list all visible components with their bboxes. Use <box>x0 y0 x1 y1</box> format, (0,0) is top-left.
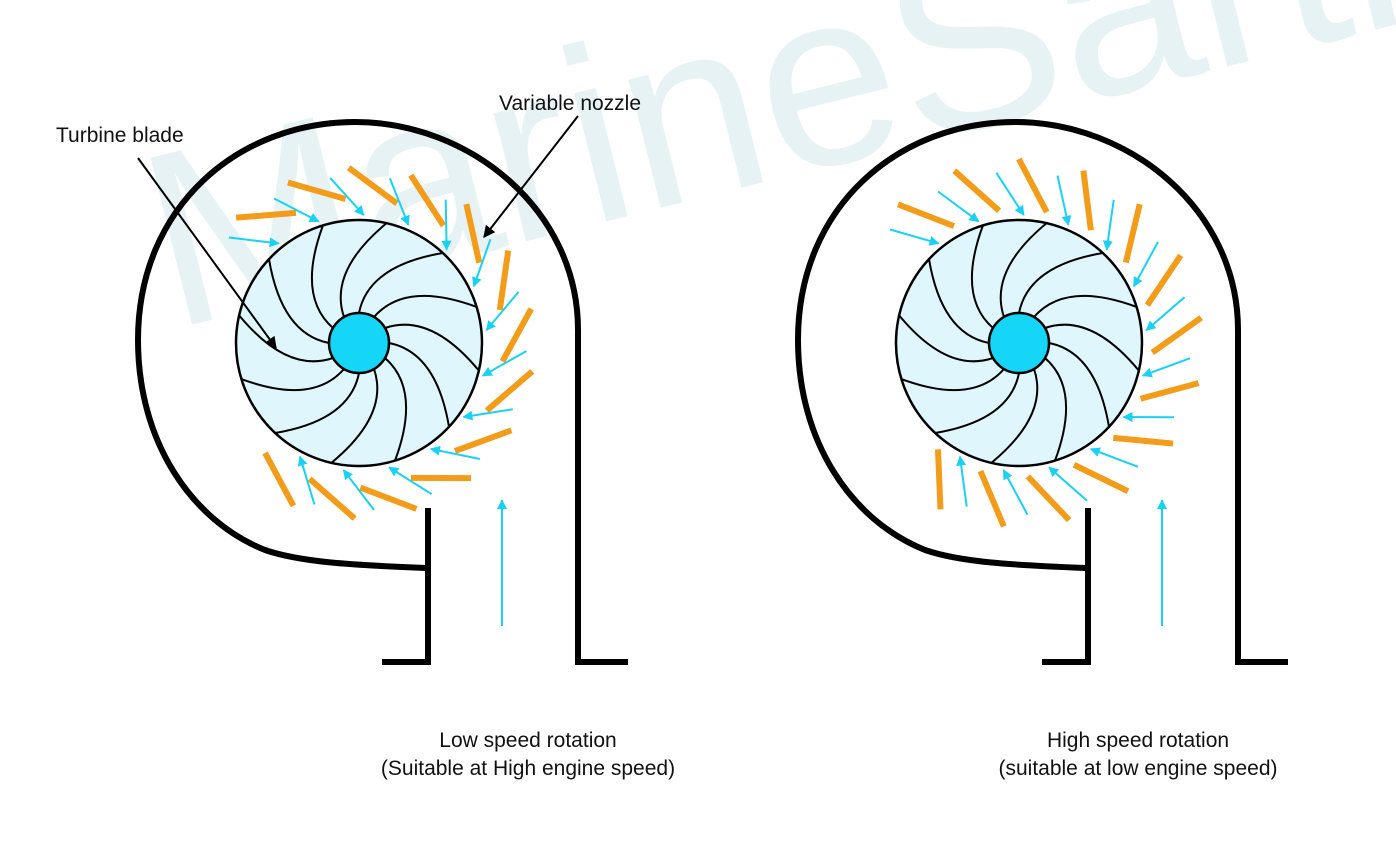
gas-flow-arrow <box>1002 469 1029 516</box>
variable-nozzle-vane <box>896 201 956 229</box>
left-caption: Low speed rotation (Suitable at High eng… <box>318 727 738 783</box>
turbine-blade <box>1044 357 1068 461</box>
turbine-blade <box>970 225 994 329</box>
gas-flow-arrow <box>995 172 1025 216</box>
gas-flow-arrow <box>1056 175 1072 226</box>
turbine-blade <box>901 368 1005 392</box>
variable-nozzle-vane <box>1139 380 1200 402</box>
right-caption: High speed rotation (suitable at low eng… <box>928 727 1348 783</box>
turbine-blade-label: Turbine blade <box>56 124 184 147</box>
turbine-blade <box>373 294 477 318</box>
turbine-blade <box>339 222 388 318</box>
variable-nozzle-vane <box>952 168 1002 213</box>
turbine-blade <box>384 357 408 461</box>
gas-flow-arrow <box>1048 466 1088 502</box>
gas-flow-arrow <box>937 190 980 223</box>
turbine-blade <box>358 252 444 314</box>
variable-nozzle-vane <box>934 449 944 510</box>
turbine-blade <box>268 258 330 344</box>
turbine-hub <box>327 311 391 375</box>
turbine-blade <box>934 372 1020 434</box>
left-caption-title: Low speed rotation <box>439 729 617 752</box>
variable-nozzle-vane <box>359 484 418 512</box>
variable-nozzle-vane <box>1150 315 1203 355</box>
variable-nozzle-vane <box>463 203 483 264</box>
gas-flow-arrow <box>388 466 433 495</box>
turbine-blade <box>999 222 1048 318</box>
gas-flow-arrow <box>462 408 514 421</box>
housing-inlet-wall <box>1042 508 1091 665</box>
turbine-blade <box>1018 252 1104 314</box>
gas-flow-arrow <box>1132 241 1159 288</box>
gas-flow-arrow <box>441 199 452 251</box>
turbine-blade-leader <box>137 157 277 349</box>
gas-flow-arrow <box>956 455 968 507</box>
gas-flow-arrow <box>889 228 940 246</box>
turbine-blade <box>928 258 990 344</box>
gas-flow-arrow <box>329 177 365 216</box>
variable-nozzle-vane <box>287 179 347 202</box>
gas-flow-arrow <box>228 236 280 248</box>
gas-flow-arrow <box>297 455 316 505</box>
variable-nozzle-vane <box>1072 462 1130 494</box>
housing-inlet-wall <box>382 508 431 665</box>
turbine-blade <box>384 323 480 372</box>
variable-nozzle-vane <box>307 476 357 521</box>
gas-flow-arrows <box>228 177 527 511</box>
variable-nozzle-vane <box>484 369 535 413</box>
right-caption-title: High speed rotation <box>1046 729 1230 752</box>
turbine-blade <box>1044 323 1140 372</box>
turbine-blade <box>990 368 1039 464</box>
turbine-blades <box>238 222 480 464</box>
variable-nozzle-vane <box>1016 157 1050 214</box>
turbine-blade <box>1048 342 1110 428</box>
variable-nozzle-vane <box>1144 253 1184 307</box>
turbine-blade <box>274 372 360 434</box>
gas-flow-arrow <box>472 238 492 288</box>
turbine-blade <box>388 342 450 428</box>
variable-nozzles <box>896 157 1203 528</box>
high-speed-turbine <box>794 118 1288 665</box>
gas-flow-arrow <box>388 177 410 226</box>
turbine-blade <box>241 368 345 392</box>
turbine-blades <box>898 222 1140 464</box>
gas-flow-arrow <box>342 469 375 511</box>
gas-flow-arrow <box>273 197 320 223</box>
variable-nozzle-vane <box>408 173 446 228</box>
turbine-blade <box>1033 294 1137 318</box>
turbine-blade <box>310 225 334 329</box>
variable-nozzle-vane <box>1025 474 1072 523</box>
turbine-blade <box>238 314 334 363</box>
gas-flow-arrow <box>485 291 520 331</box>
turbine-blade <box>330 368 379 464</box>
low-speed-turbine <box>134 118 628 665</box>
gas-flow-arrow <box>1102 199 1115 251</box>
gas-flow-arrow <box>1141 357 1191 378</box>
turbine-housing <box>134 118 628 665</box>
variable-nozzle-vane <box>453 427 513 454</box>
turbine-blade <box>898 314 994 363</box>
gas-flow-arrow <box>429 445 481 460</box>
variable-nozzle-label: Variable nozzle <box>499 92 642 115</box>
turbine-housing <box>794 118 1288 665</box>
gas-flow-arrow <box>1145 296 1186 331</box>
gas-flow-arrow <box>1089 447 1139 468</box>
variable-nozzles <box>235 165 535 521</box>
variable-nozzle-vane <box>1122 203 1143 264</box>
variable-nozzle-vane <box>977 469 1007 528</box>
turbine-hub <box>987 311 1051 375</box>
variable-nozzle-vane <box>235 209 297 221</box>
variable-nozzle-leader <box>483 115 579 238</box>
variable-nozzle-vane <box>262 451 297 508</box>
gas-flow-arrow <box>481 350 527 377</box>
variable-nozzle-vane <box>499 307 534 363</box>
variable-nozzle-vane <box>1080 170 1094 231</box>
right-caption-subtitle: (suitable at low engine speed) <box>998 757 1278 780</box>
variable-nozzle-vane <box>1113 434 1174 447</box>
gas-flow-arrows <box>889 172 1191 516</box>
left-caption-subtitle: (Suitable at High engine speed) <box>380 757 676 780</box>
variable-nozzle-vane <box>346 165 399 206</box>
variable-nozzle-vane <box>496 250 512 311</box>
